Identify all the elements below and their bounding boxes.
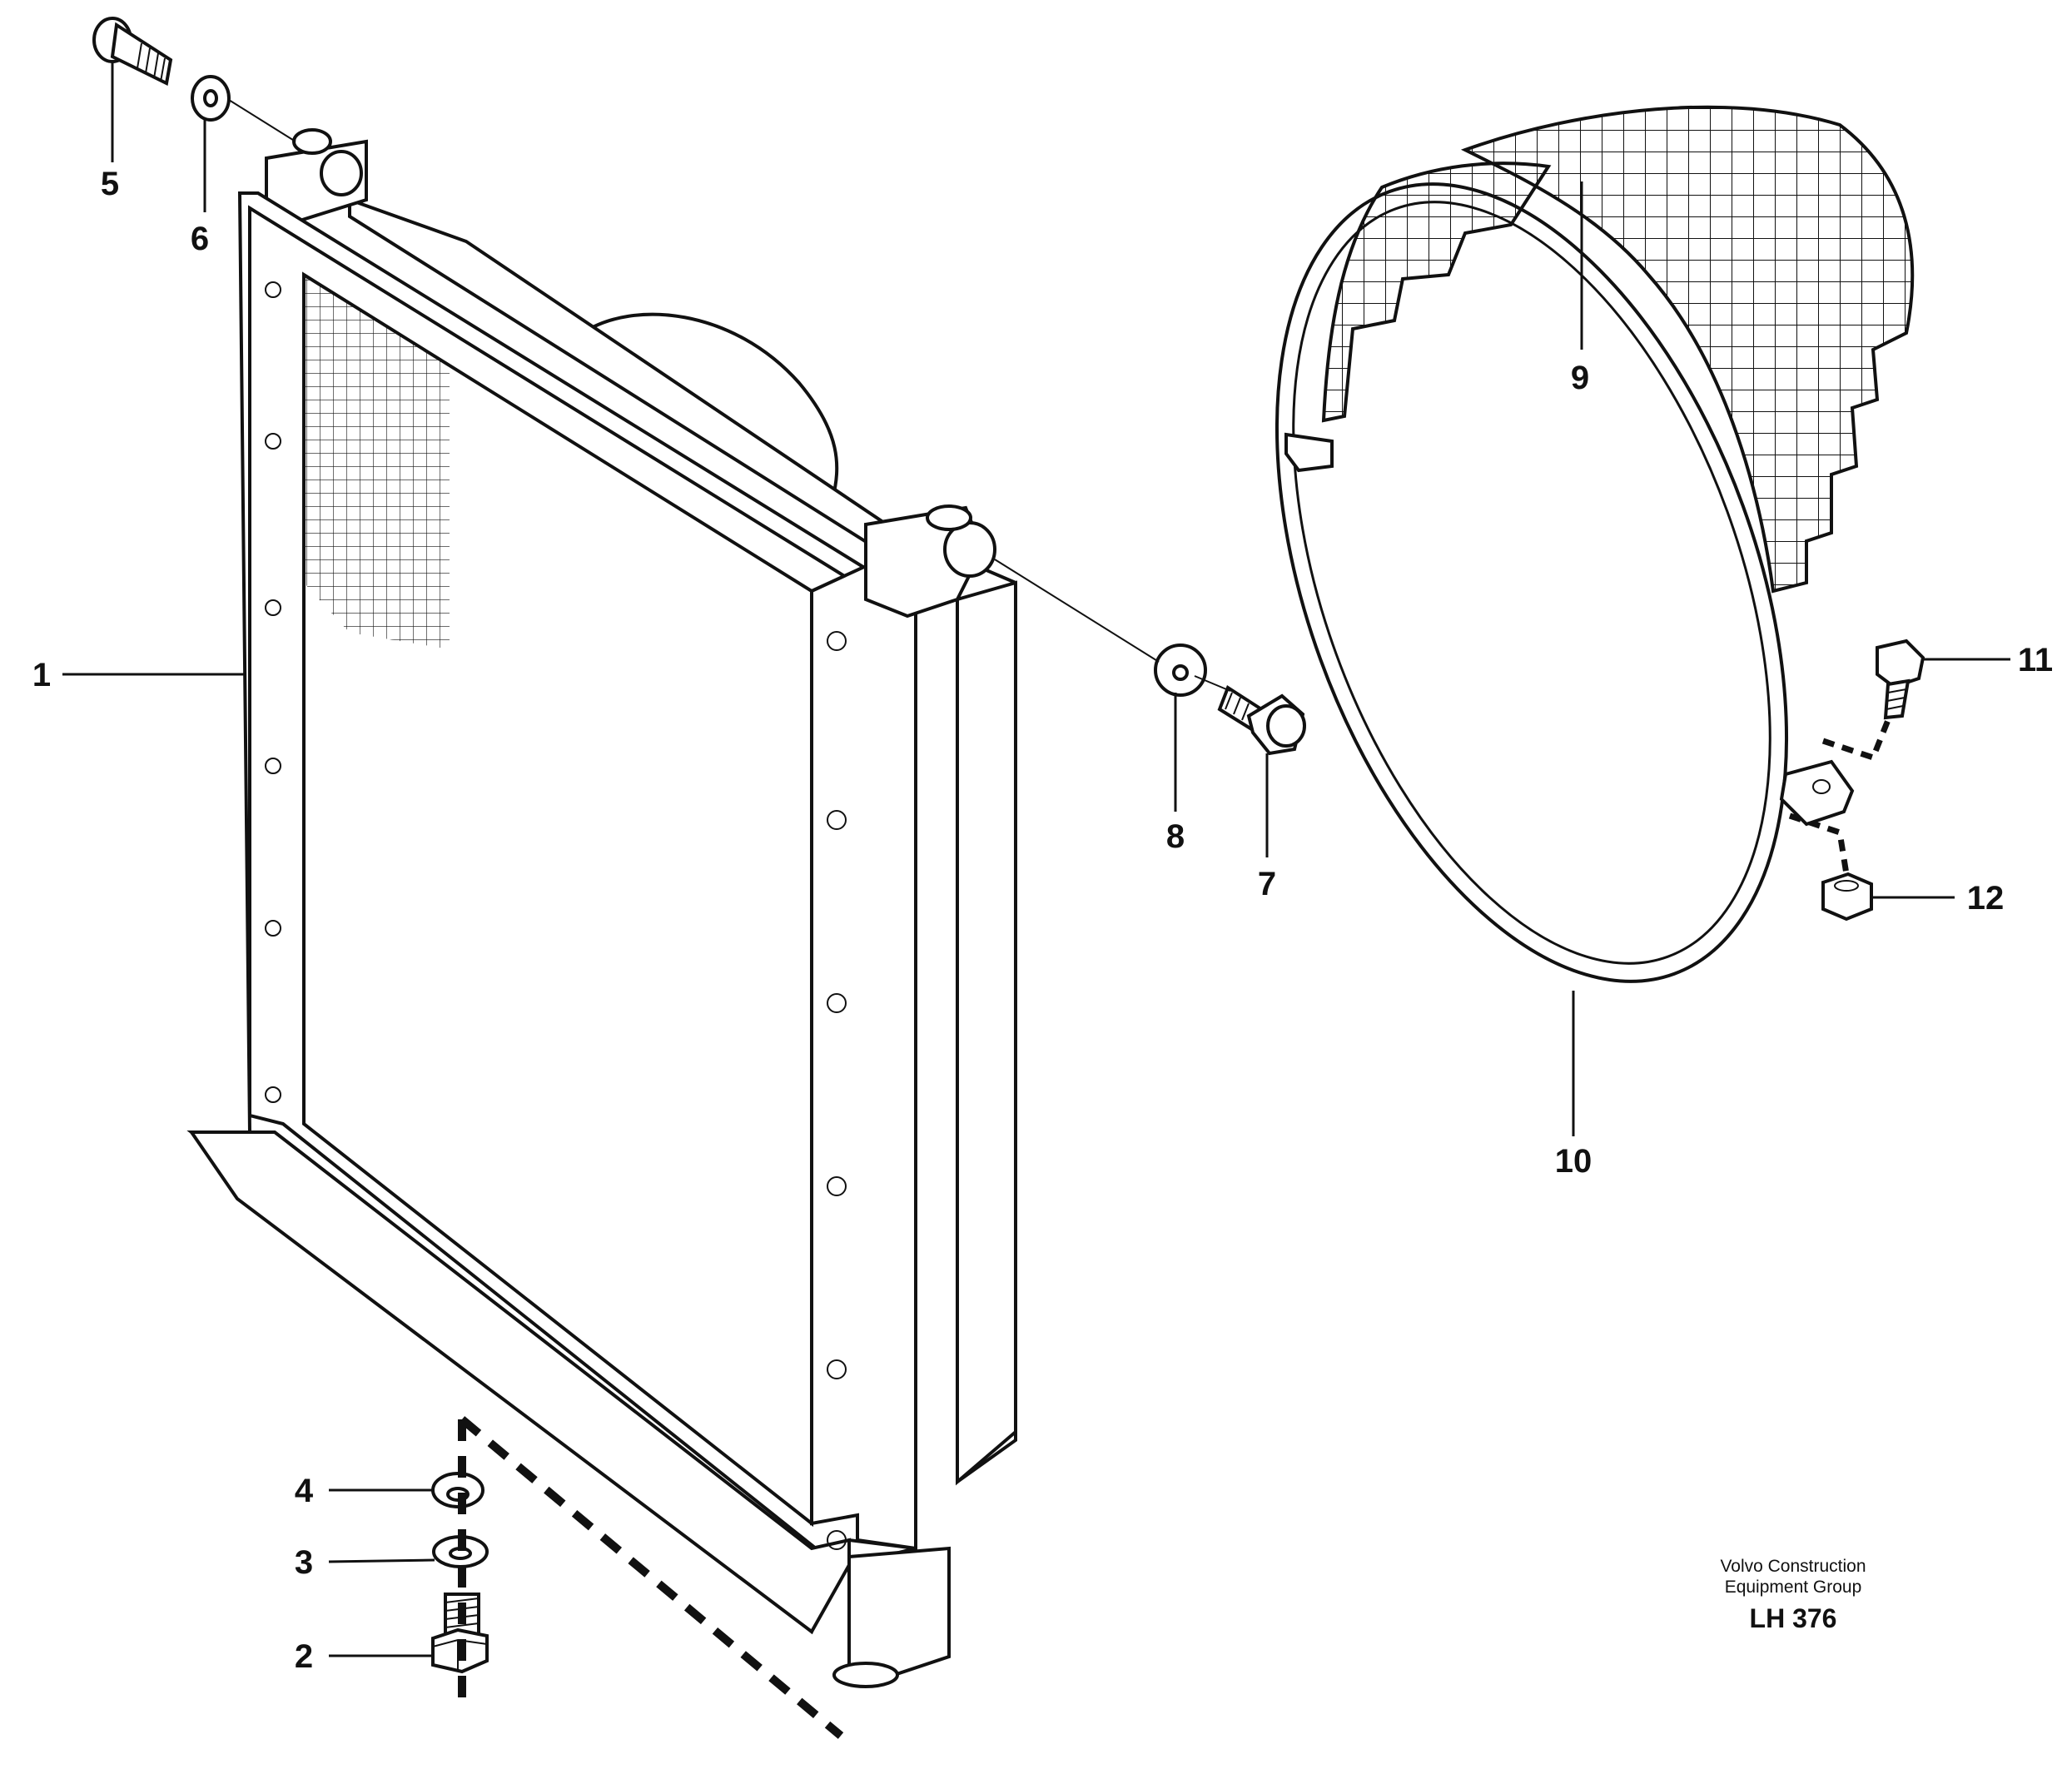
fan-guard-tab-left — [1284, 432, 1334, 473]
credit-line-1: Volvo Construction — [1720, 1557, 1866, 1576]
top-bushing-right-cap — [926, 504, 972, 531]
callout-4: 4 — [295, 1473, 314, 1509]
fan-guard-grille-left — [1321, 161, 1552, 423]
radiator — [186, 128, 1017, 1688]
callout-3: 3 — [295, 1544, 313, 1581]
left-bolt-row — [265, 281, 281, 1103]
fan-guard-grille — [1460, 105, 1915, 594]
bolt-part-5 — [92, 17, 173, 86]
fan-guard — [1275, 105, 1915, 983]
assembly-line-7 — [1194, 675, 1231, 692]
leader-lines — [62, 62, 2010, 1657]
callout-8: 8 — [1166, 818, 1185, 855]
radiator-bottom-lip — [188, 1130, 851, 1634]
assembly-line-bottom — [458, 1416, 844, 1739]
bottom-bracket — [847, 1546, 951, 1684]
assembly-line-11 — [1821, 714, 1893, 762]
callout-1: 1 — [32, 657, 51, 693]
callout-5: 5 — [101, 166, 119, 202]
bolt-part-7 — [1217, 684, 1306, 756]
top-bushing-left-cap — [292, 128, 332, 155]
washer-part-6 — [191, 75, 231, 122]
washer-part-8 — [1154, 643, 1207, 697]
radiator-rear-body — [348, 197, 1017, 1485]
bottom-bushing — [832, 1662, 899, 1688]
bolt-part-11 — [1876, 639, 1925, 720]
flat-washer-part-3 — [432, 1535, 489, 1568]
nut-part-12 — [1821, 872, 1873, 922]
credit-line-2: Equipment Group — [1725, 1578, 1862, 1597]
callout-6: 6 — [191, 221, 209, 257]
callout-numbers: 1 2 3 4 5 6 7 8 9 10 11 12 — [32, 166, 2053, 1675]
right-bolt-row — [827, 631, 847, 1550]
callout-9: 9 — [1571, 360, 1589, 396]
callout-12: 12 — [1967, 880, 2005, 917]
radiator-rear-panel — [956, 580, 1017, 1486]
assembly-line-8 — [994, 559, 1160, 663]
top-bushing-left — [320, 150, 363, 196]
callout-7: 7 — [1258, 866, 1276, 902]
credit-block: Volvo Construction Equipment Group LH 37… — [1720, 1557, 1866, 1633]
callout-2: 2 — [295, 1638, 313, 1675]
radiator-right-plate — [810, 564, 917, 1551]
callout-11: 11 — [2018, 642, 2053, 678]
assembly-line-6 — [228, 99, 296, 142]
assembly-line-12 — [1788, 812, 1850, 875]
diagram-code: LH 376 — [1750, 1603, 1837, 1633]
callout-10: 10 — [1555, 1143, 1593, 1180]
